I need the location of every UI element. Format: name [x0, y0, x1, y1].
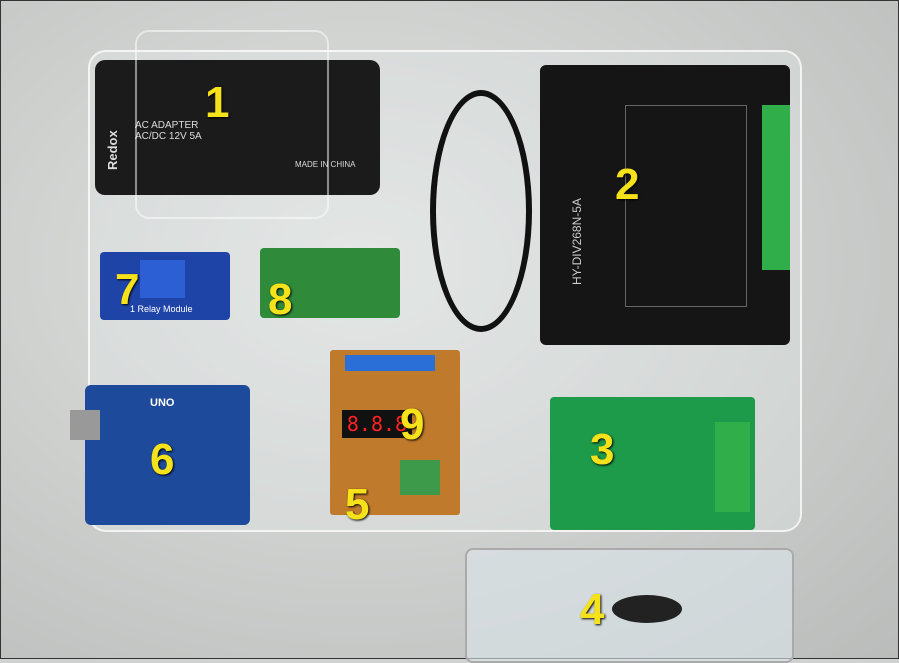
label-9: 9	[400, 400, 425, 449]
adapter-text: AC ADAPTER AC/DC 12V 5A	[135, 120, 202, 142]
power-cable	[430, 90, 532, 332]
relay-module: 1 Relay Module	[100, 252, 230, 320]
label-3: 3	[590, 425, 615, 474]
stepper-driver-box: HY-DIV268N-5A	[540, 65, 790, 345]
label-6: 6	[150, 435, 175, 484]
buck-converter	[260, 248, 400, 318]
label-2: 2	[615, 160, 640, 209]
led-display: 8.8.8	[342, 410, 412, 438]
adapter-made: MADE IN CHINA	[295, 160, 356, 169]
driver-model: HY-DIV268N-5A	[570, 198, 584, 285]
stepper-driver-board	[550, 397, 755, 530]
acrylic-cover	[135, 30, 329, 219]
label-8: 8	[268, 275, 293, 324]
cooling-fan	[465, 548, 794, 663]
label-7: 7	[115, 265, 140, 314]
adapter-brand: Redox	[105, 130, 120, 170]
driver-terminal	[762, 105, 790, 270]
label-1: 1	[205, 78, 230, 127]
arduino-text: UNO	[150, 397, 175, 409]
arduino-uno: UNO	[70, 385, 250, 525]
label-4: 4	[580, 585, 605, 634]
label-5: 5	[345, 480, 370, 529]
power-adapter: Redox AC ADAPTER AC/DC 12V 5A MADE IN CH…	[95, 60, 380, 195]
relay-text: 1 Relay Module	[130, 304, 193, 314]
